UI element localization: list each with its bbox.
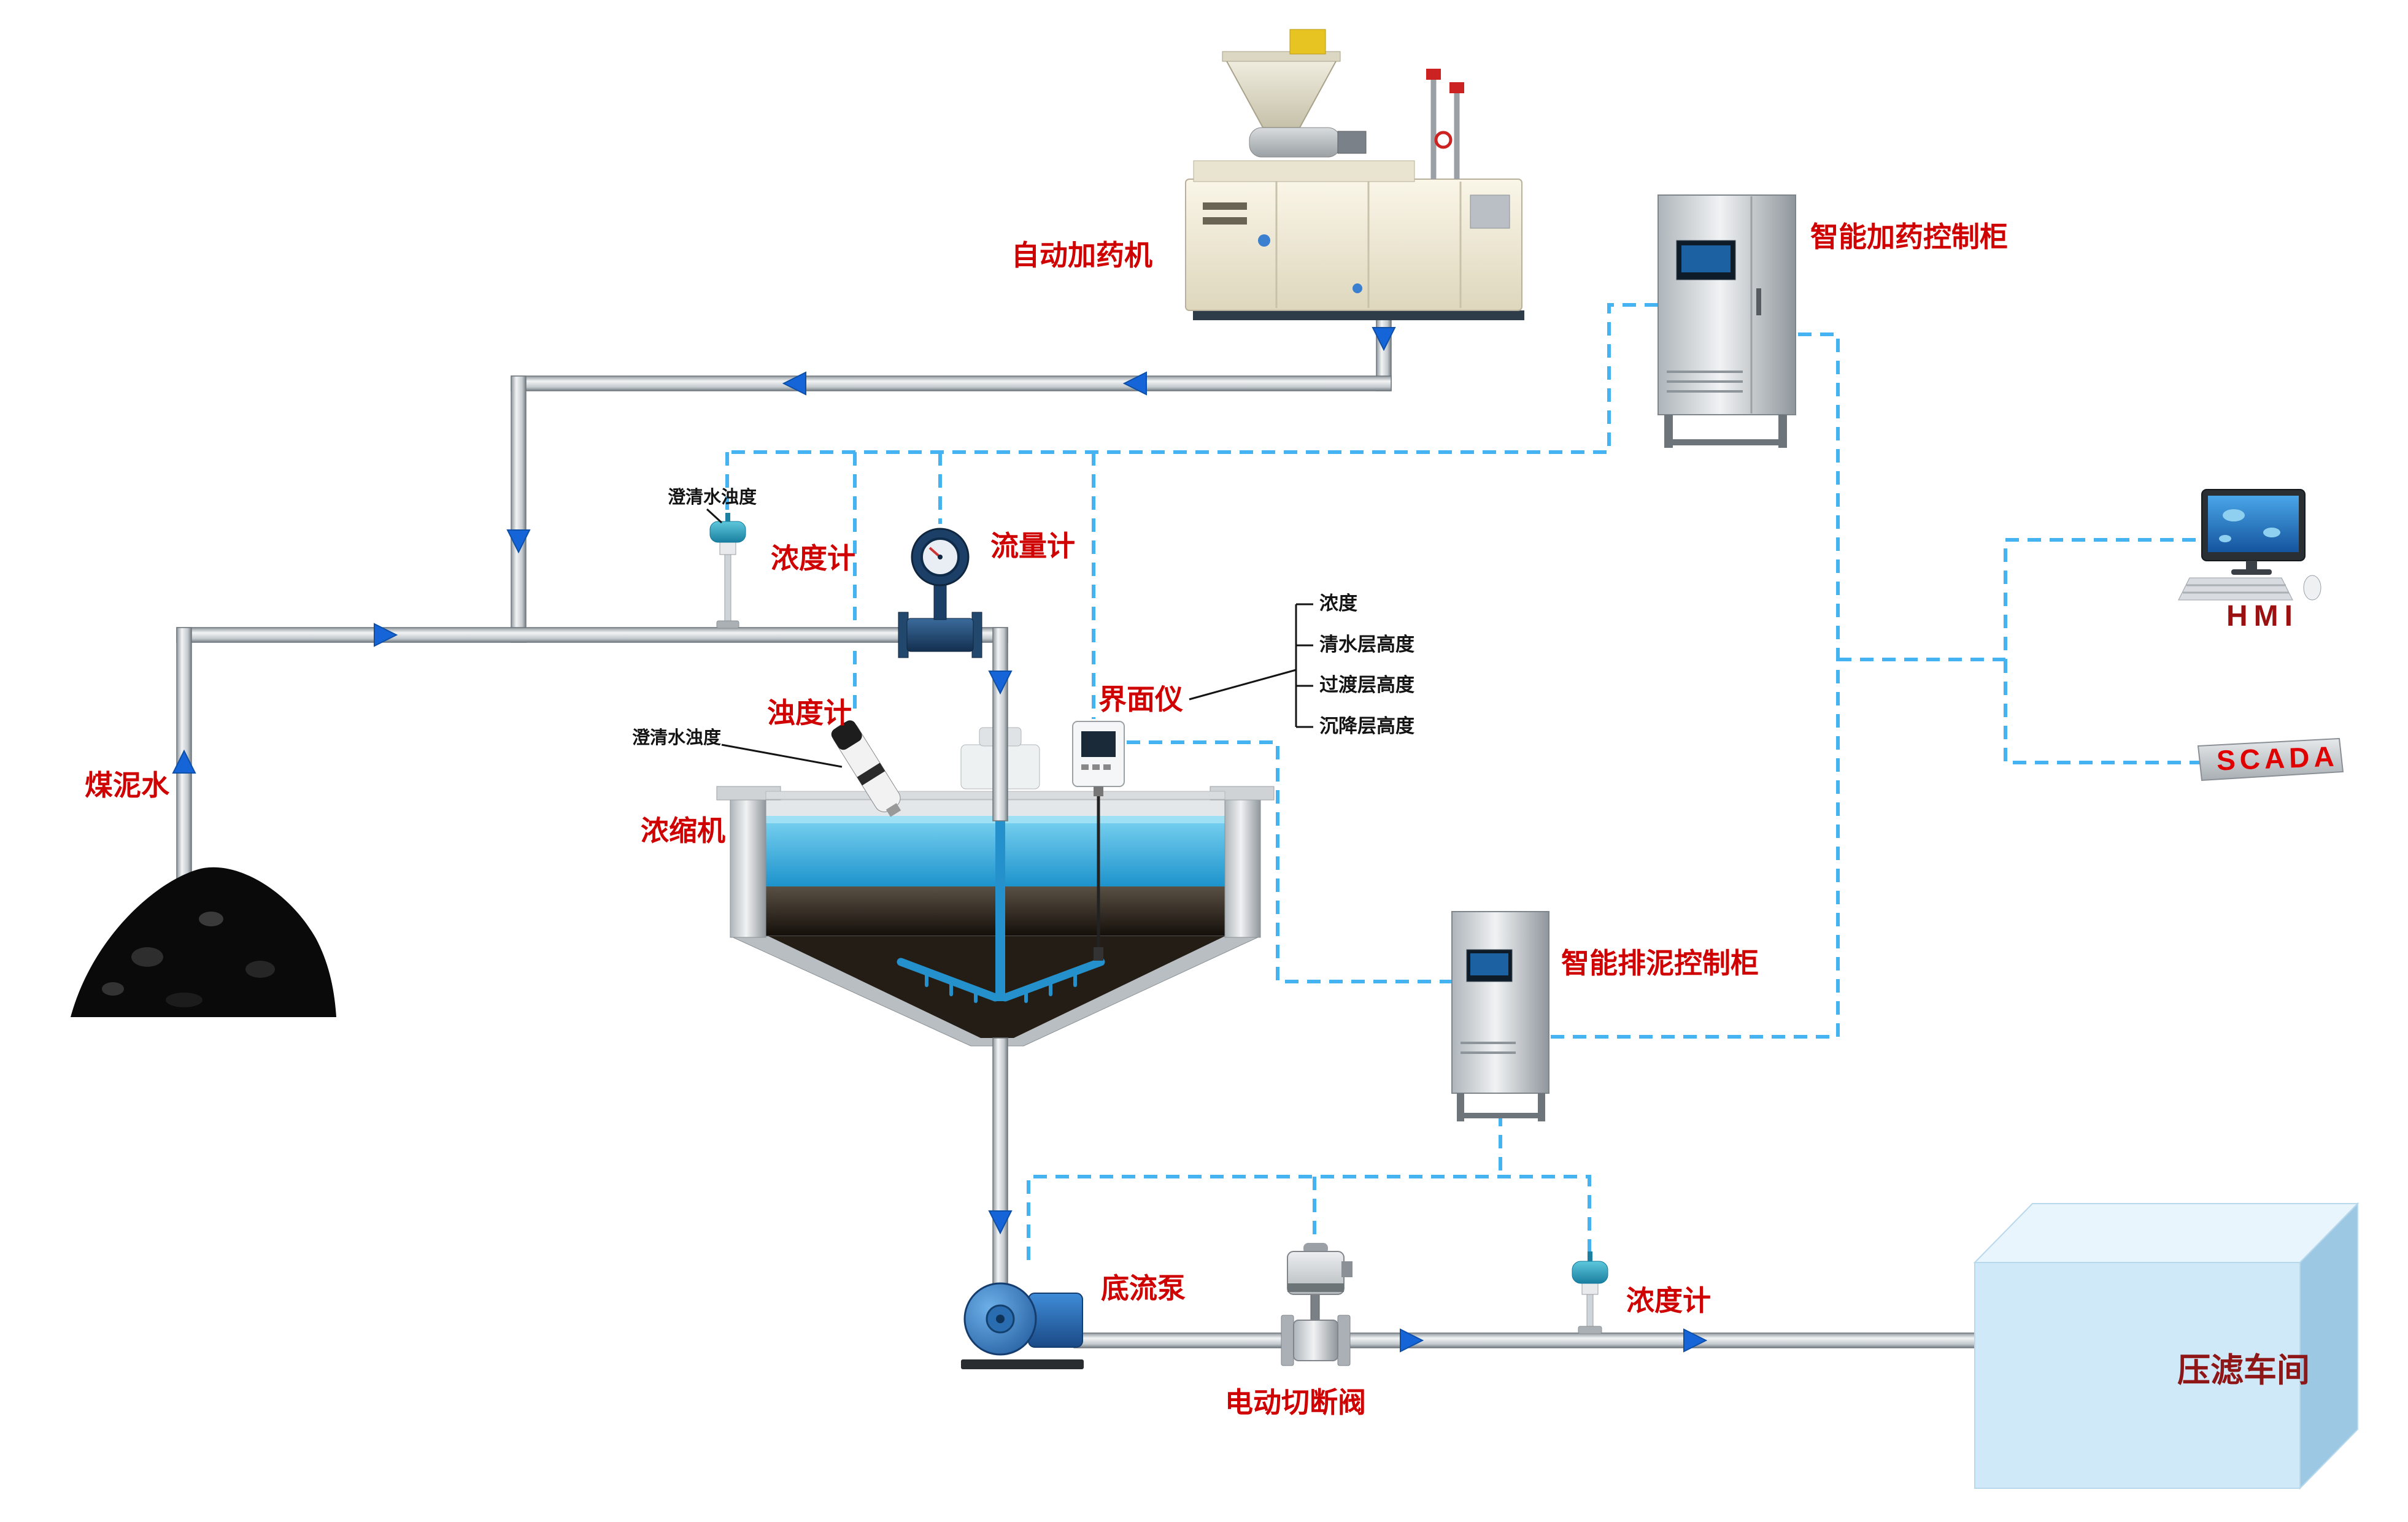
pipe-feed-horizontal <box>176 627 1008 643</box>
flow-meter-tube <box>906 618 974 652</box>
mouse <box>2303 575 2321 601</box>
turbidity-meter-device <box>831 720 901 817</box>
signal-trunk-to-scada <box>2004 659 2200 764</box>
mud-control-cabinet <box>1451 911 1549 1121</box>
doser-feeder <box>1249 127 1341 158</box>
interface-param-settling-layer: 沉降层高度 <box>1319 715 1414 737</box>
pipes <box>176 279 1392 892</box>
interface-param-transition-layer: 过渡层高度 <box>1319 674 1414 696</box>
doser-hopper <box>1225 60 1338 128</box>
leader-turbidity-top <box>706 508 723 524</box>
interface-meter-label: 界面仪 <box>1098 683 1183 715</box>
rake-shaft <box>995 820 1005 1001</box>
signal-lines <box>725 303 2200 1260</box>
signal-interface-to-mud-cabinet <box>1127 740 1452 983</box>
hmi-workstation <box>2178 489 2321 601</box>
pipe-underflow-drop <box>992 1037 1008 1289</box>
arrow-left-1 <box>1122 371 1147 396</box>
pipe-underflow-horizontal <box>1073 1332 1989 1348</box>
shutoff-valve-device <box>1281 1243 1353 1366</box>
densitometer-bottom-device <box>1572 1251 1608 1334</box>
underflow-pump-device <box>961 1282 1084 1369</box>
arrow-left-2 <box>782 371 806 396</box>
dosing-control-cabinet <box>1657 194 1796 448</box>
densitometer-bottom-head <box>1572 1261 1608 1284</box>
auto-doser-machine <box>1185 29 1524 320</box>
mud-cabinet-label: 智能排泥控制柜 <box>1561 947 1759 979</box>
valve-body <box>1293 1320 1338 1361</box>
densitometer-top-head <box>709 521 746 543</box>
signal-underflow-bus <box>1027 1175 1591 1260</box>
pipe-dosing-horizontal <box>511 375 1392 391</box>
signal-dosing-cabinet-to-mud-cabinet <box>1549 332 1840 1039</box>
scada-label: SCADA <box>2216 740 2339 777</box>
hmi-label: HMI <box>2226 600 2299 632</box>
interface-bracket <box>1189 603 1313 728</box>
leader-turbidity-side <box>721 744 843 768</box>
pipe-left-riser <box>511 375 527 643</box>
turbidity-meter-label: 浊度计 <box>767 697 852 729</box>
densitometer-top-label: 浓度计 <box>771 542 855 574</box>
arrow-right-feed <box>374 623 398 647</box>
coal-slurry-label: 煤泥水 <box>85 769 169 801</box>
arrow-up-coal <box>172 749 196 774</box>
filter-press-label: 压滤车间 <box>2177 1352 2310 1389</box>
densitometer-bottom-label: 浓度计 <box>1626 1285 1711 1316</box>
clarified-turbidity-top-note: 澄清水浊度 <box>668 488 757 507</box>
doser-yellow-box <box>1289 29 1326 55</box>
thickener-wall-right <box>1224 794 1261 938</box>
arrow-right-under-1 <box>1400 1328 1424 1353</box>
rake-arms <box>897 958 1105 1003</box>
arrow-down-underflow <box>988 1210 1013 1235</box>
flow-arrows <box>172 327 1708 1353</box>
signal-trunk-to-hmi <box>1838 538 2200 661</box>
pipe-tank-feed <box>992 627 1008 821</box>
mud-cabinet-body <box>1451 911 1549 1094</box>
underflow-pump-label: 底流泵 <box>1101 1272 1186 1304</box>
coal-pile <box>71 867 336 1017</box>
monitor-screen <box>2208 496 2299 552</box>
arrow-down-tankfeed <box>988 671 1013 695</box>
scada-badge <box>2197 737 2344 782</box>
clarified-turbidity-side-note: 澄清水浊度 <box>632 728 722 748</box>
arrow-down-riser <box>506 529 531 554</box>
arrow-right-under-2 <box>1683 1328 1708 1353</box>
flow-meter-device <box>898 528 982 658</box>
filter-press-box <box>1973 1202 2360 1490</box>
interface-param-density: 浓度 <box>1319 593 1357 614</box>
shutoff-valve-label: 电动切断阀 <box>1225 1386 1366 1418</box>
arrow-down-doser <box>1372 327 1396 352</box>
auto-doser-label: 自动加药机 <box>1011 239 1152 271</box>
keyboard <box>2178 577 2293 601</box>
dosing-cabinet-label: 智能加药控制柜 <box>1810 221 2008 253</box>
interface-param-clear-layer: 清水层高度 <box>1319 634 1414 655</box>
thickener-label: 浓缩机 <box>641 815 725 847</box>
dosing-cabinet-body <box>1657 194 1796 415</box>
pipes-over-tank <box>992 627 1989 1348</box>
signal-dosing-cabinet-to-meters <box>727 303 1658 454</box>
thickener-wall-left <box>730 794 766 938</box>
flow-meter-label: 流量计 <box>990 530 1075 562</box>
densitometer-top-device <box>709 513 746 629</box>
interface-meter-device <box>1072 721 1125 961</box>
